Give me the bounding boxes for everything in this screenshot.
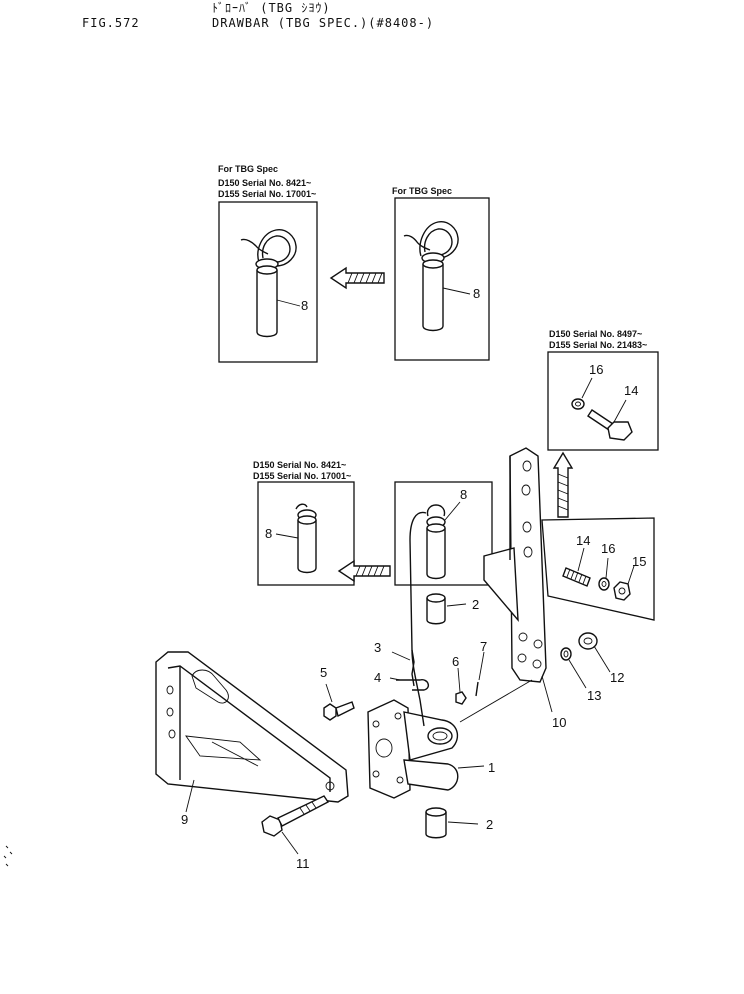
callout-3: 3 [374,640,382,655]
lock-pin-top-right [403,221,471,332]
callout-1: 1 [488,760,496,775]
note-right-1: D150 Serial No. 8497~ [549,329,643,339]
note-top-left-1: For TBG Spec [218,164,279,174]
inset-box-right-upper [547,351,659,451]
callout-8-top-left: 8 [301,298,309,313]
bolt-11 [261,795,330,855]
drawing-title: DRAWBAR (TBG SPEC.)(#8408-) [212,16,435,30]
callout-14-bottom: 14 [576,533,591,548]
callout-13: 13 [587,688,602,703]
nut-12 [578,632,611,673]
callout-4: 4 [374,670,382,685]
inset-box-mid-left [257,481,355,586]
inset-box-right-lower [541,517,655,621]
bolt-14-top [587,399,633,441]
callout-6: 6 [452,654,460,669]
hatched-arrow-vertical [552,451,574,518]
callout-8-mid-left: 8 [265,526,273,541]
note-top-right: For TBG Spec [392,186,453,196]
hatched-arrow-top [329,266,385,290]
callout-9: 9 [181,812,189,827]
bolt-5 [323,683,355,721]
inset-box-top-right [394,197,490,361]
drawbar-1 [367,649,485,799]
washer-13 [560,647,587,689]
callout-8-mid-right: 8 [460,487,468,502]
callout-8-top-right: 8 [473,286,481,301]
lock-pin-mid-right [409,501,461,651]
lock-pin-top-left [240,229,301,338]
pin-4 [389,677,430,691]
note-mid-left-2: D155 Serial No. 17001~ [253,471,352,481]
callout-2-top: 2 [472,597,480,612]
bolt-14-bottom [562,547,591,587]
figure-number: FIG.572 [82,16,140,30]
callout-16-top: 16 [589,362,604,377]
callout-5: 5 [320,665,328,680]
note-top-left-2: D150 Serial No. 8421~ [218,178,312,188]
washer-16-bottom [598,557,610,591]
callout-7: 7 [480,639,488,654]
nut-6 [455,667,467,705]
bracket-10 [483,447,553,713]
frame-9 [155,651,349,813]
bushing-2-bottom [425,807,479,839]
hatched-arrow-mid [337,559,391,583]
callout-2-bottom: 2 [486,817,494,832]
lock-pin-mid-left [275,503,317,574]
callout-16-bottom: 16 [601,541,616,556]
callout-11: 11 [296,856,310,871]
bushing-2-top [426,593,467,625]
pin-7 [475,651,485,697]
callout-10: 10 [552,715,567,730]
callout-14-top: 14 [624,383,639,398]
callout-15: 15 [632,554,647,569]
inset-box-top-left [218,201,318,363]
note-top-left-3: D155 Serial No. 17001~ [218,189,317,199]
note-mid-left-1: D150 Serial No. 8421~ [253,460,347,470]
washer-16-top [571,377,593,410]
japanese-title: ﾄﾞﾛｰﾊﾞ (TBG ｼﾖｳ) [212,1,331,15]
callout-12: 12 [610,670,625,685]
note-right-2: D155 Serial No. 21483~ [549,340,648,350]
nut-15 [613,565,635,601]
